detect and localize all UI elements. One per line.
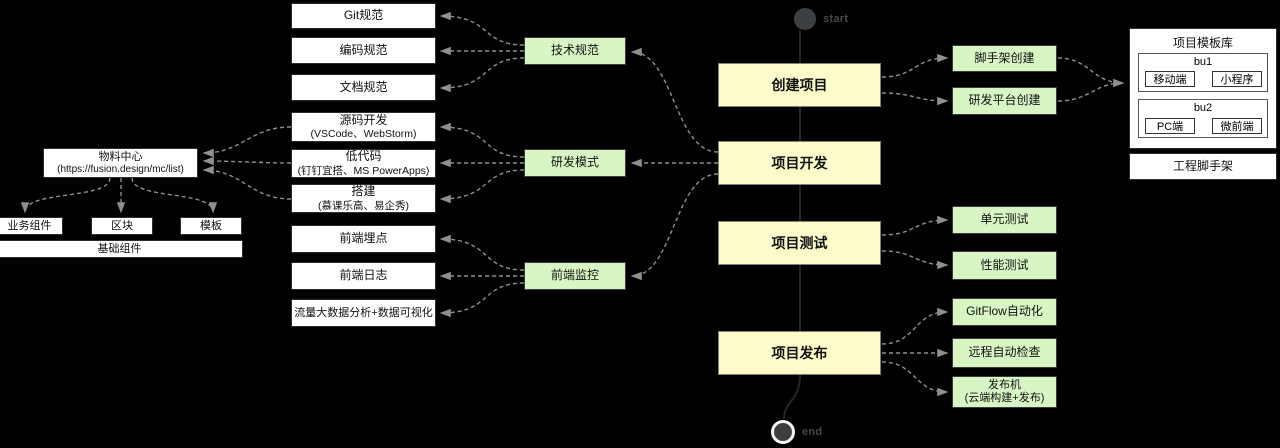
dashed-arrows [20, 11, 1125, 397]
node-doc-spec: 文档规范 [291, 74, 436, 101]
node-git-spec: Git规范 [291, 3, 436, 29]
node-project-release: 项目发布 [718, 331, 881, 375]
node-remote-check: 远程自动检查 [952, 338, 1057, 368]
bu2-label: bu2 [1193, 102, 1213, 114]
node-low-code: 低代码 (钉钉宜搭、MS PowerApps) [291, 149, 436, 178]
node-create-project: 创建项目 [718, 63, 881, 107]
start-dot-icon [794, 8, 816, 30]
bu1-label: bu1 [1193, 56, 1213, 68]
node-material-center: 物料中心 (https://fusion.design/mc/list) [43, 148, 198, 178]
node-base-component: 基础组件 [0, 240, 243, 258]
end-label: end [802, 426, 823, 438]
node-fe-monitor: 前端监控 [524, 262, 626, 290]
node-platform-create: 研发平台创建 [952, 87, 1057, 115]
node-fe-bigdata: 流量大数据分析+数据可视化 [291, 299, 436, 327]
node-tech-spec: 技术规范 [524, 37, 626, 65]
chip-microfrontend: 微前端 [1212, 118, 1262, 134]
node-project-test: 项目测试 [718, 221, 881, 265]
node-biz-component: 业务组件 [0, 217, 63, 235]
node-project-dev: 项目开发 [718, 141, 881, 185]
node-perf-test: 性能测试 [952, 251, 1057, 280]
node-fe-log: 前端日志 [291, 262, 436, 290]
node-release-machine: 发布机 (云端构建+发布) [952, 376, 1057, 408]
node-source-dev: 源码开发 (VSCode、WebStorm) [291, 112, 436, 142]
node-template: 模板 [180, 217, 242, 235]
template-library-title: 项目模板库 [1172, 36, 1233, 50]
node-scaffold-create: 脚手架创建 [952, 45, 1057, 72]
start-node: start [794, 8, 848, 30]
end-dot-icon [771, 420, 795, 444]
chip-pc: PC端 [1145, 118, 1195, 134]
node-gitflow-auto: GitFlow自动化 [952, 298, 1057, 326]
node-unit-test: 单元测试 [952, 206, 1057, 234]
node-block: 区块 [91, 217, 153, 235]
start-label: start [823, 13, 849, 25]
group-bu2: bu2 [1138, 99, 1268, 138]
end-node: end [771, 420, 822, 444]
node-fe-tracking: 前端埋点 [291, 225, 436, 253]
node-coding-spec: 编码规范 [291, 37, 436, 64]
chip-miniprogram: 小程序 [1212, 71, 1262, 87]
node-eng-scaffold: 工程脚手架 [1129, 153, 1277, 180]
node-page-build: 搭建 (慕课乐高、易企秀) [291, 184, 436, 213]
node-dev-mode: 研发模式 [524, 149, 626, 177]
group-bu1: bu1 [1138, 53, 1268, 92]
chip-mobile: 移动端 [1145, 71, 1195, 87]
